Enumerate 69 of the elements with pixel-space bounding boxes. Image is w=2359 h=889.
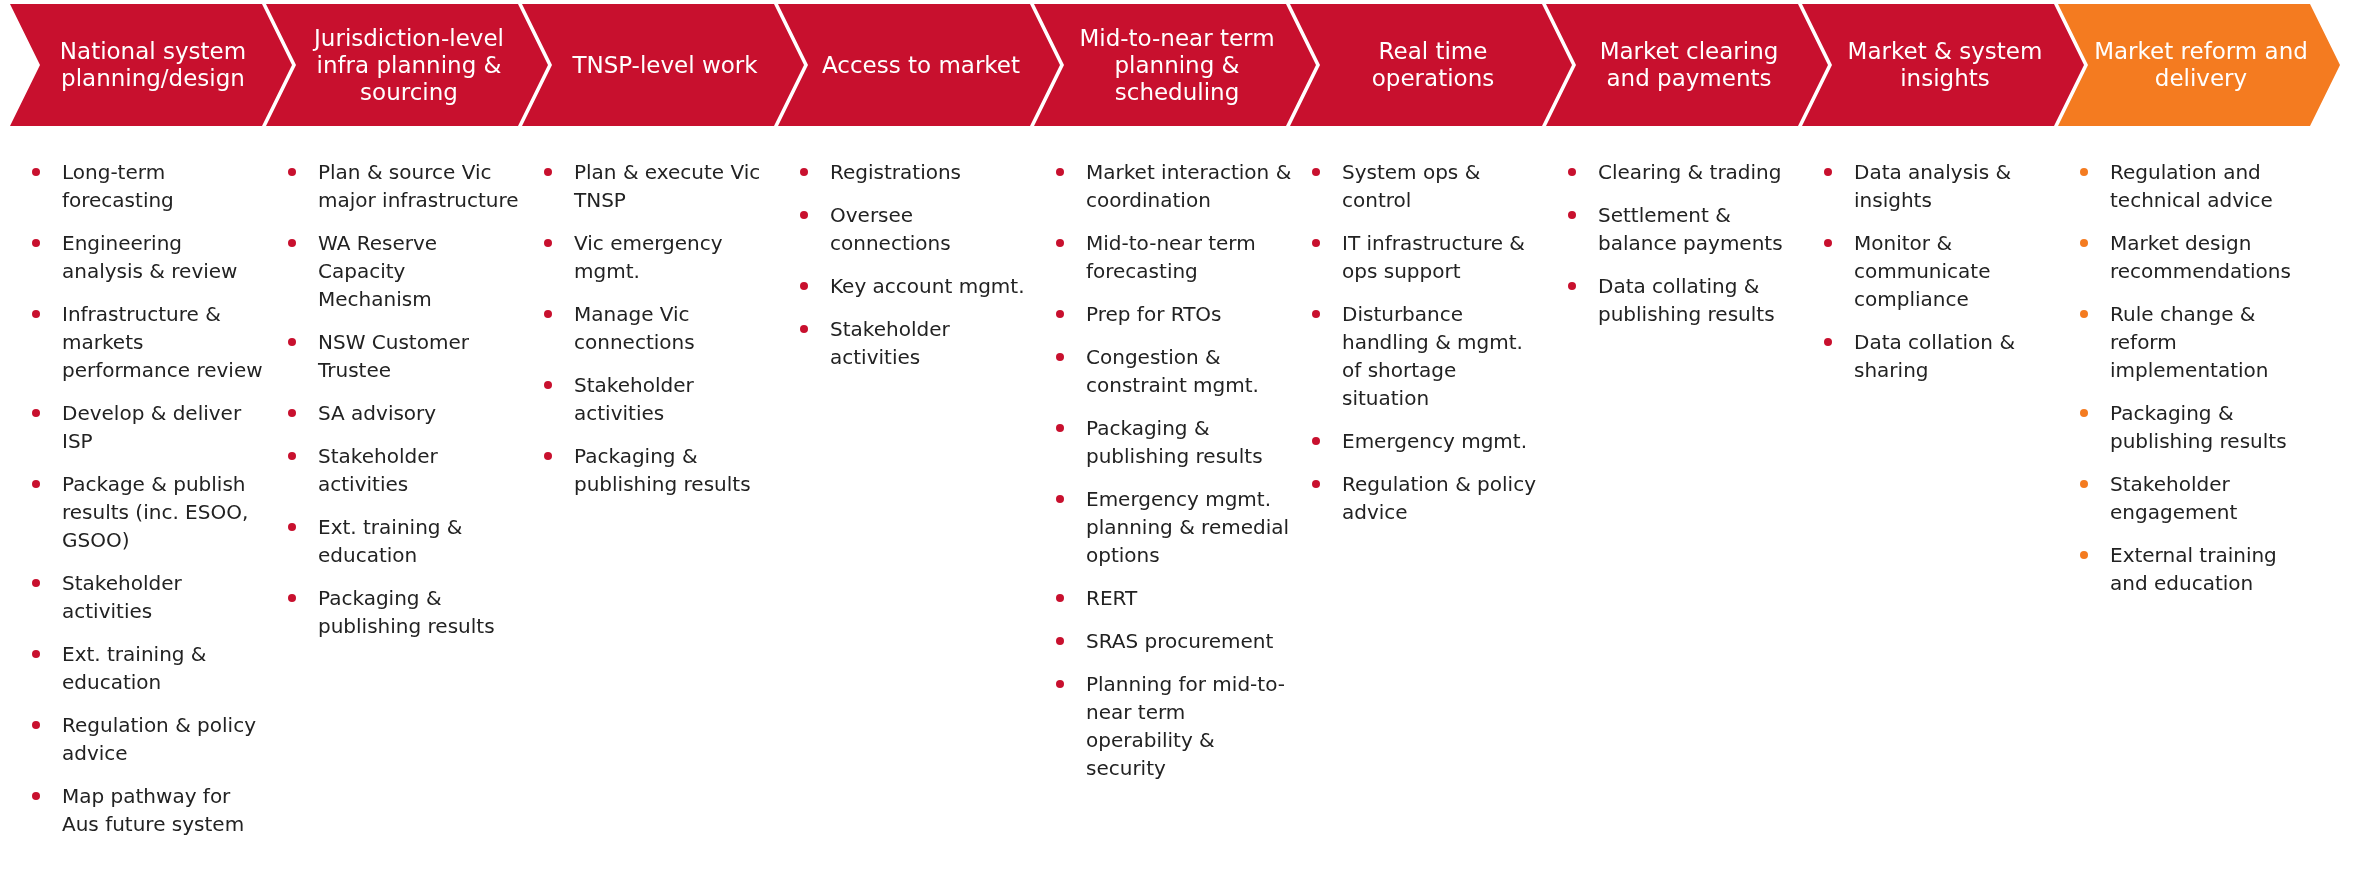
list-item-text: Data collation & sharing [1854,329,2016,384]
list-item-text: Emergency mgmt. planning & remedial options [1086,486,1291,569]
list-item-text: Emergency mgmt. [1342,428,1528,455]
list-item-text: Rule change & reform implementation [2110,301,2270,384]
list-item-text: Key account mgmt. [830,273,1025,300]
list-item-text: Map pathway for Aus future system [62,783,246,838]
list-item-text: Plan & source Vic major infrastructure [318,159,520,214]
list-item-text: Manage Vic connections [574,301,696,356]
list-item-text: Stakeholder activities [62,570,183,625]
list-item-text: Plan & execute Vic TNSP [574,159,762,214]
step-title: Real time operations [1370,38,1496,92]
step-title: TNSP-level work [572,51,758,79]
list-item-text: Packaging & publishing results [574,443,752,498]
list-item-text: Engineering analysis & review [62,230,239,285]
list-item-text: Vic emergency mgmt. [574,230,724,285]
list-item-text: Ext. training & education [62,641,208,696]
list-item-text: Regulation and technical advice [2110,159,2274,214]
step-title: Mid-to-near term planning & scheduling [1078,24,1276,106]
chevron-step [2058,4,2340,126]
step-title: Jurisdiction-level infra planning & sourcing [311,24,505,106]
list-item-text: Planning for mid-to-near term operability & security [1086,671,1286,782]
list-item-text: Settlement & balance payments [1598,202,1784,257]
list-item-text: Market design recommendations [2110,230,2292,285]
chevron-step [1546,4,1828,126]
step-title: Access to market [821,51,1021,79]
list-item-text: Develop & deliver ISP [62,400,243,455]
step-title: National system planning/design [58,38,248,92]
list-item-text: Ext. training & education [318,514,464,569]
list-item-text: Package & publish results (inc. ESOO, GSOO) [62,471,250,554]
list-item-text: Regulation & policy advice [62,712,257,767]
list-item-text: Congestion & constraint mgmt. [1086,344,1260,399]
step-title: Market clearing and payments [1598,38,1780,92]
list-item-text: System ops & control [1342,159,1482,214]
list-item-text: WA Reserve Capacity Mechanism [318,230,439,313]
list-item-text: Oversee connections [830,202,952,257]
step-title: Market & system insights [1846,38,2044,92]
chevron-step [10,4,292,126]
list-item-text: RERT [1086,585,1138,612]
chevron-step [1290,4,1572,126]
list-item-text: Data collating & publishing results [1598,273,1776,328]
list-item-text: Packaging & publishing results [318,585,496,640]
list-item-text: Long-term forecasting [62,159,175,214]
chevron-step [266,4,548,126]
list-item-text: External training and education [2110,542,2278,597]
list-item-text: Disturbance handling & mgmt. of shortage situation [1342,301,1524,412]
list-item-text: Stakeholder engagement [2110,471,2239,526]
list-item-text: IT infrastructure & ops support [1342,230,1526,285]
step-title: Market reform and delivery [2093,38,2309,92]
list-item-text: NSW Customer Trustee [318,329,470,384]
list-item-text: Packaging & publishing results [1086,415,1264,470]
list-item-text: SRAS procurement [1086,628,1274,655]
chevron-step [522,4,804,126]
list-item-text: Clearing & trading [1598,159,1782,186]
list-item-text: Mid-to-near term forecasting [1086,230,1257,285]
list-item-text: Stakeholder activities [830,316,951,371]
list-item-text: Stakeholder activities [318,443,439,498]
list-item-text: Stakeholder activities [574,372,695,427]
list-item-text: Monitor & communicate compliance [1854,230,1992,313]
list-item-text: Regulation & policy advice [1342,471,1537,526]
chevron-step [778,4,1060,126]
chevron-step [1034,4,1316,126]
chevron-step [1802,4,2084,126]
list-item-text: Infrastructure & markets performance review [62,301,264,384]
list-item-text: Market interaction & coordination [1086,159,1292,214]
list-item-text: Registrations [830,159,962,186]
list-item-text: SA advisory [318,400,437,427]
list-item-text: Prep for RTOs [1086,301,1222,328]
list-item-text: Packaging & publishing results [2110,400,2288,455]
list-item-text: Data analysis & insights [1854,159,2013,214]
